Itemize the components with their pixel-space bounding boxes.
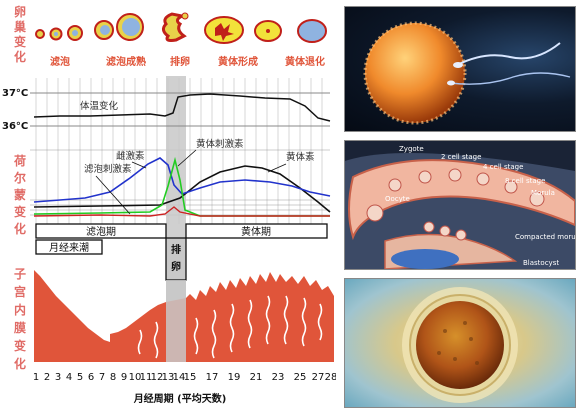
ovulation-char-1: 排	[171, 243, 181, 256]
ovary-section-label: 卵 巢 变 化	[13, 4, 26, 64]
axis-tick: 8	[110, 372, 116, 383]
label-char: 化	[14, 221, 26, 236]
embryo-label: Zygote	[399, 145, 424, 153]
temp-high-label: 37°C	[2, 88, 28, 99]
microscope-oocyte-illustration	[402, 287, 518, 403]
embryo-label: Blastocyst	[523, 259, 559, 267]
axis-tick: 10	[129, 372, 142, 383]
label-char: 膜	[14, 320, 26, 335]
stage-label: 滤泡成熟	[106, 55, 146, 68]
phase-bars: 滤泡期 黄体期 月经来潮 排 卵	[35, 223, 328, 281]
label-char: 变	[14, 204, 26, 219]
axis-tick: 13	[162, 372, 175, 383]
label-char: 变	[14, 338, 26, 353]
embryo-label: 8 cell stage	[505, 177, 545, 185]
label-char: 蒙	[14, 187, 26, 202]
label-char: 宫	[14, 284, 26, 299]
axis-tick: 12	[151, 372, 164, 383]
stage-label: 黄体退化	[285, 55, 325, 68]
cycle-diagram: 卵 巢 变 化 荷 尔 蒙 变 化 子 宫 内 膜 变 化	[2, 4, 336, 405]
embryo-label: 4 cell stage	[483, 163, 523, 171]
maturing-follicle-icon	[94, 13, 144, 41]
axis-tick: 21	[250, 372, 263, 383]
fsh-label: 滤泡刺激素	[84, 163, 132, 175]
embryo-label: Oocyte	[385, 195, 410, 203]
label-char: 尔	[14, 170, 26, 185]
axis-tick: 25	[294, 372, 307, 383]
progesterone-label: 黄体素	[286, 151, 315, 163]
axis-tick: 27	[312, 372, 325, 383]
ovary-stage-labels: 滤泡 滤泡成熟 排卵 黄体形成 黄体退化	[50, 55, 325, 68]
fsh-curve	[33, 206, 330, 217]
day-axis: 1 2 3 4 5 6 7 8 9 10 11 12 13 14 15 17 1…	[33, 372, 336, 405]
temp-curve-label: 体温变化	[80, 100, 119, 112]
temp-low-label: 36°C	[2, 121, 28, 132]
axis-tick: 6	[88, 372, 94, 383]
label-char: 变	[14, 34, 26, 49]
embryo-development-illustration: Zygote 2 cell stage 4 cell stage 8 cell …	[345, 145, 575, 269]
embryo-label: Compacted morula	[515, 233, 575, 241]
temperature-curve	[33, 93, 331, 122]
follicle-icon	[35, 25, 83, 41]
axis-tick: 19	[228, 372, 241, 383]
follicular-phase-label: 滤泡期	[86, 225, 116, 238]
ovulation-char-2: 卵	[171, 260, 181, 273]
stage-label: 排卵	[170, 55, 190, 68]
luteal-phase-label: 黄体期	[241, 225, 271, 238]
axis-title: 月经周期 (平均天数)	[133, 392, 227, 405]
lh-curve	[33, 156, 330, 217]
sperm-oocyte-illustration	[363, 21, 571, 125]
label-char: 化	[14, 356, 26, 371]
menstruation-label: 月经来潮	[49, 241, 89, 254]
photo-embryo-development: Zygote 2 cell stage 4 cell stage 8 cell …	[344, 140, 576, 270]
axis-tick: 28	[325, 372, 336, 383]
corpus-luteum-regression-icon	[254, 19, 327, 43]
embryo-label: 2 cell stage	[441, 153, 481, 161]
label-char: 化	[14, 49, 26, 64]
axis-tick: 4	[66, 372, 72, 383]
stage-label: 黄体形成	[218, 55, 258, 68]
label-char: 巢	[13, 19, 26, 34]
label-char: 荷	[13, 153, 26, 168]
axis-tick: 9	[121, 372, 127, 383]
axis-tick: 23	[272, 372, 285, 383]
glands	[137, 295, 323, 359]
label-char: 内	[14, 302, 26, 317]
axis-tick: 11	[140, 372, 153, 383]
embryo-label: Morula	[531, 189, 555, 197]
axis-tick: 3	[55, 372, 61, 383]
axis-tick: 1	[33, 372, 39, 383]
corpus-luteum-icon	[204, 16, 244, 44]
ovary-stage-icons	[35, 12, 327, 44]
estrogen-label: 雌激素	[116, 150, 145, 162]
axis-tick: 15	[184, 372, 197, 383]
hormone-section-label: 荷 尔 蒙 变 化	[13, 153, 26, 236]
photo-sperm-oocyte	[344, 6, 576, 132]
label-char: 子	[14, 267, 26, 281]
axis-tick: 14	[173, 372, 186, 383]
stage-label: 滤泡	[50, 55, 70, 68]
endometrium-section-label: 子 宫 内 膜 变 化	[14, 267, 26, 371]
ovulation-icon	[161, 12, 189, 42]
axis-tick: 5	[77, 372, 83, 383]
axis-tick: 2	[44, 372, 50, 383]
hormone-chart: 滤泡刺激素 雌激素 黄体刺激素 黄体素	[33, 138, 331, 217]
photo-microscope-oocyte	[344, 278, 576, 408]
label-char: 卵	[14, 4, 26, 19]
estrogen-curve	[33, 157, 331, 203]
temperature-chart: 37°C 36°C 体温变化	[2, 88, 331, 132]
axis-tick: 17	[206, 372, 219, 383]
axis-tick: 7	[99, 372, 105, 383]
lh-label: 黄体刺激素	[196, 138, 244, 150]
ovulation-band-lower	[166, 280, 186, 362]
